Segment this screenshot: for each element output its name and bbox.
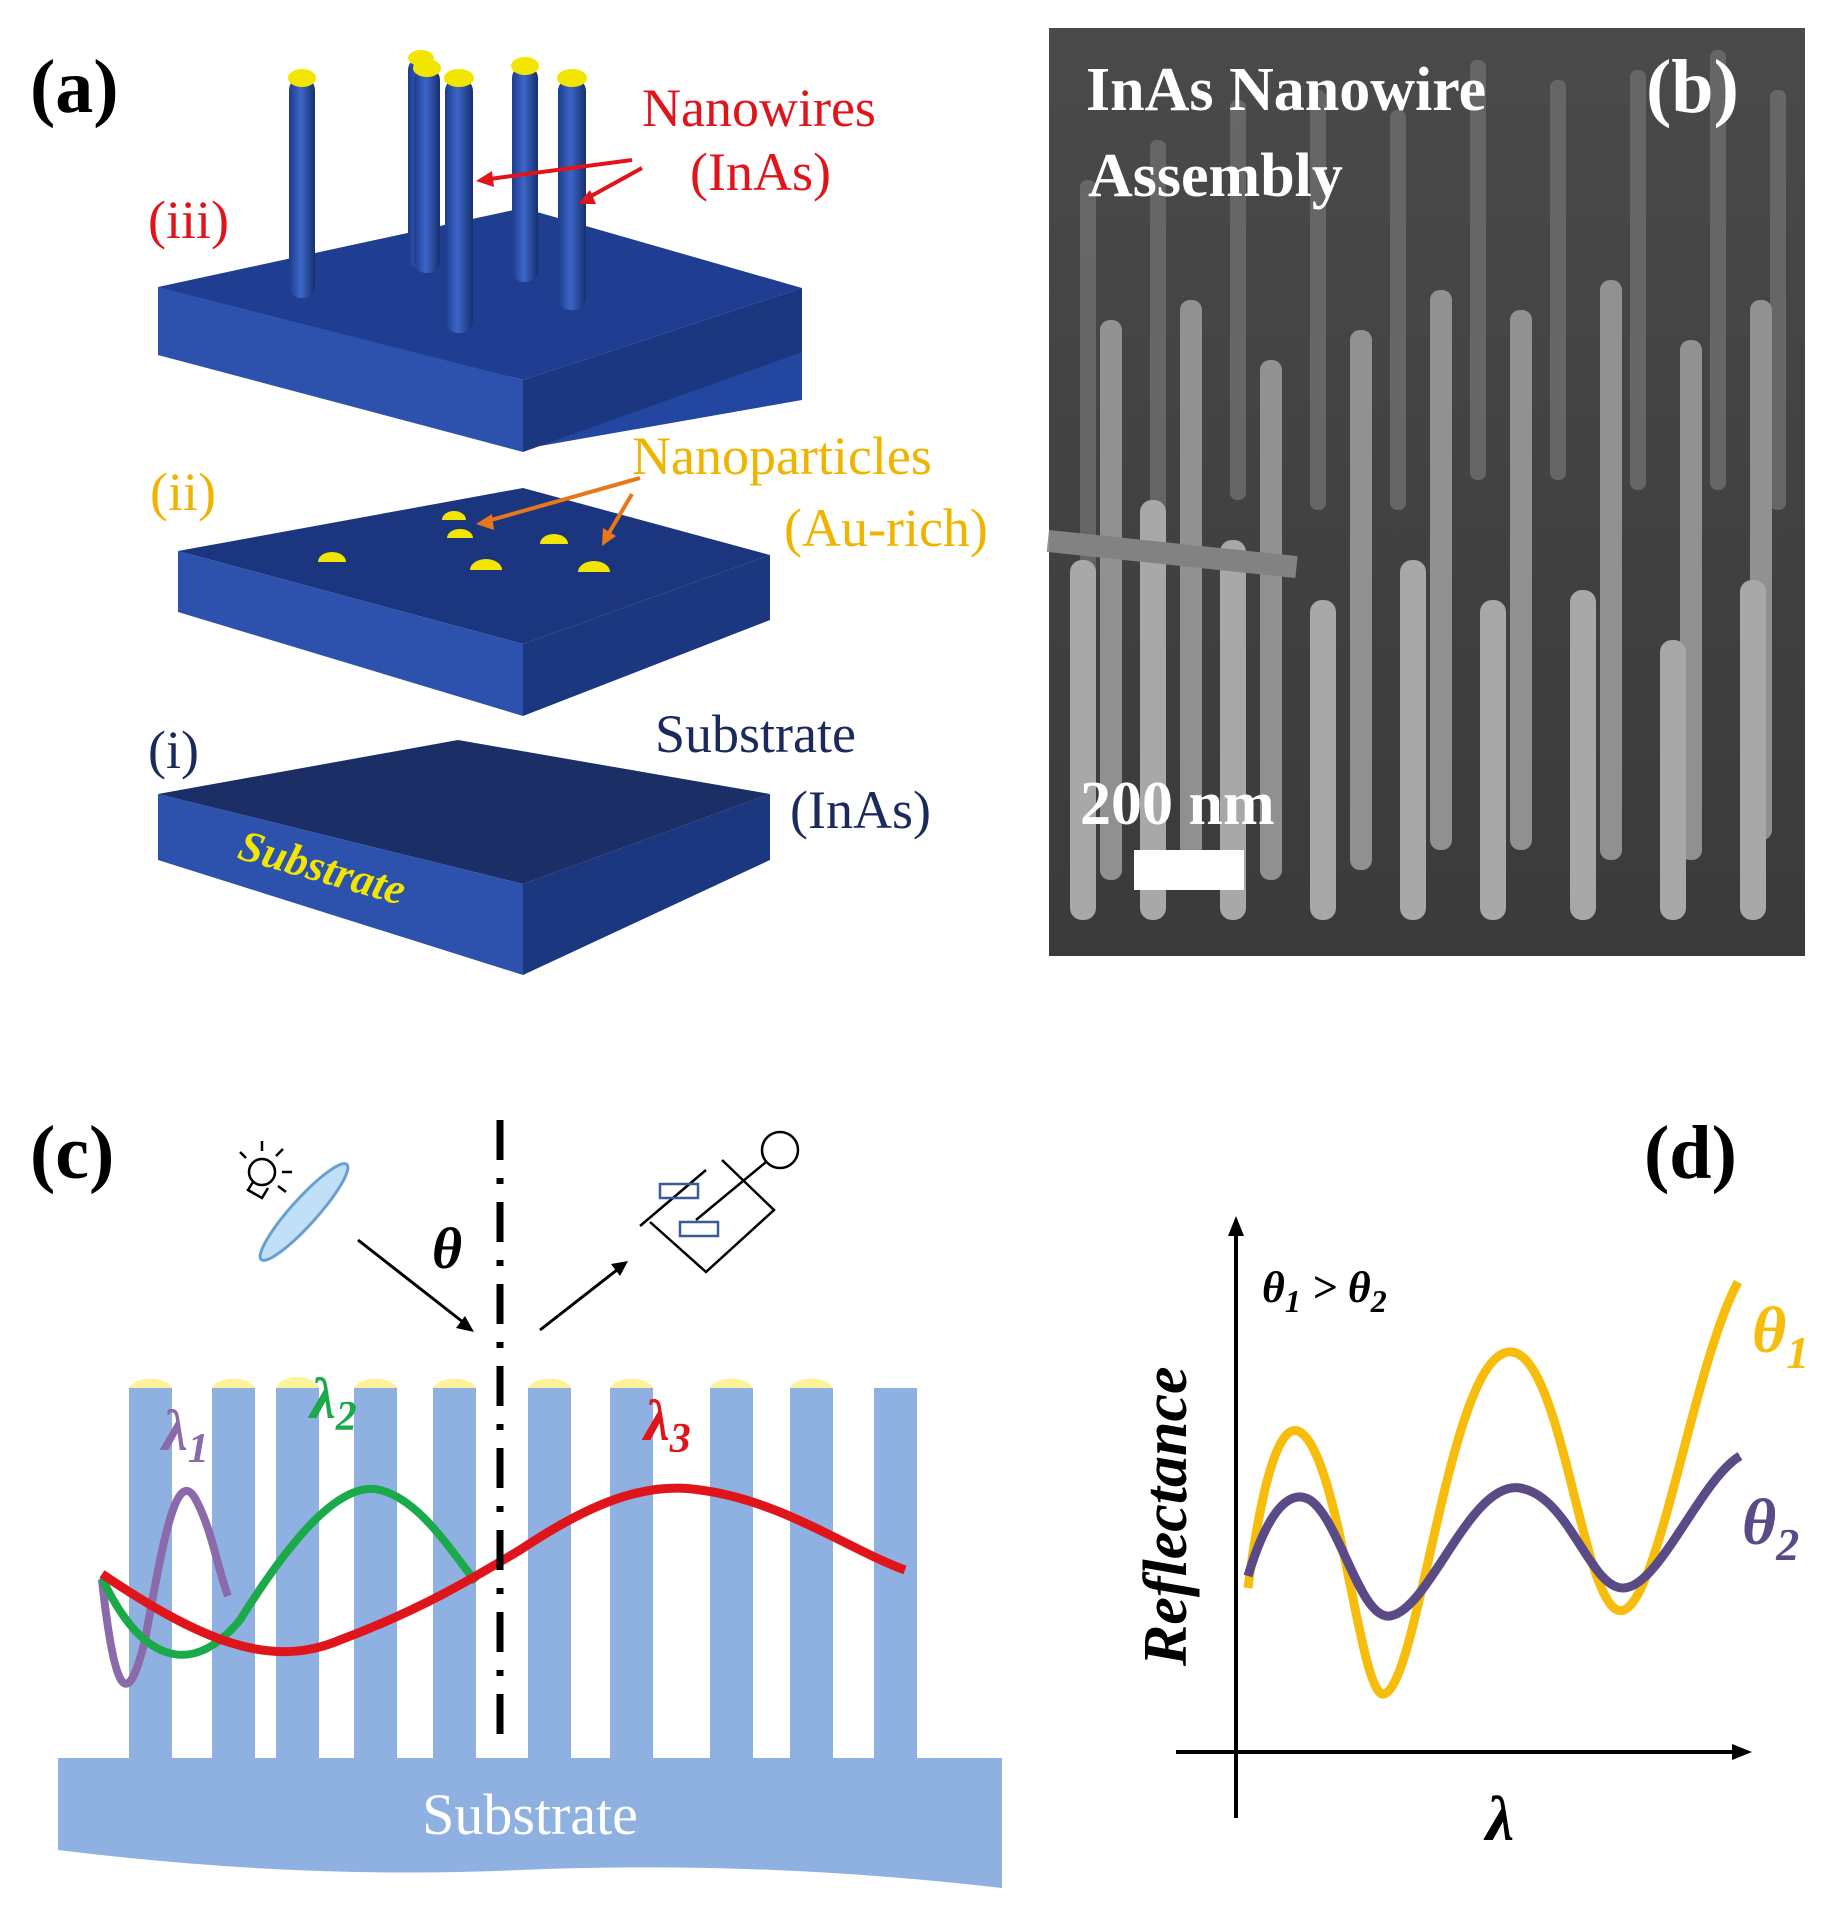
slab-ii [178, 488, 770, 716]
x-axis-label: λ [1483, 1783, 1514, 1854]
curve-theta2 [1243, 1452, 1743, 1621]
substrate-block [58, 1758, 1002, 1888]
pillar [790, 1388, 833, 1760]
nanoparticle [442, 511, 466, 520]
substrate-label: Substrate [655, 704, 856, 764]
panel-d-label: (d) [1644, 1111, 1737, 1195]
pillar [710, 1388, 753, 1760]
nanowire [557, 69, 587, 310]
slab-iii [158, 208, 802, 452]
scale-bar-label: 200 nm [1080, 770, 1275, 838]
stage-ii-label: (ii) [150, 462, 216, 522]
substrate-material-label: (InAs) [790, 780, 931, 840]
light-bulb-icon [239, 1141, 292, 1200]
nanoparticles-material-label: (Au-rich) [784, 498, 988, 558]
panel-c: (c) Substrate [30, 1111, 1002, 1888]
pillar [354, 1388, 397, 1760]
legend-theta2: θ2 [1742, 1486, 1799, 1570]
reflected-ray [539, 1261, 628, 1332]
sem-title-line1: InAs Nanowire [1086, 56, 1486, 124]
wave-lambda2 [98, 1484, 480, 1659]
substrate-block-label: Substrate [422, 1782, 638, 1847]
lens-icon [258, 1162, 350, 1262]
lambda3-label: λ3 [642, 1388, 691, 1462]
sem-title-line2: Assembly [1088, 142, 1343, 210]
nanoparticle [470, 559, 502, 570]
panel-b: InAs Nanowire Assembly (b) 200 nm [1046, 28, 1805, 956]
nanoparticle [578, 561, 610, 572]
incident-ray [357, 1238, 474, 1332]
y-axis [1228, 1216, 1244, 1818]
wave-lambda3 [99, 1483, 907, 1657]
x-axis [1176, 1744, 1752, 1760]
panel-b-label: (b) [1646, 45, 1739, 129]
nanowires-label: Nanowires [642, 78, 876, 138]
nanoparticle [318, 552, 346, 562]
panel-d: (d) Reflectance λ θ1 > θ2 θ1 θ2 [1132, 1111, 1809, 1854]
lambda2-label: λ2 [308, 1366, 357, 1440]
stage-i-label: (i) [148, 720, 199, 780]
stage-iii-label: (iii) [148, 190, 229, 250]
nanowire [444, 69, 474, 333]
panel-a: (a) (iii) Nanowires (InAs) [30, 45, 988, 975]
spectrometer-icon [639, 1130, 800, 1274]
wave-lambda1 [98, 1487, 232, 1688]
pillar [276, 1388, 319, 1760]
panel-a-label: (a) [30, 45, 119, 129]
nanoparticle [540, 534, 568, 544]
lambda1-label: λ1 [160, 1398, 209, 1472]
theta-label: θ [432, 1216, 462, 1281]
nanowire [413, 59, 441, 273]
nanoparticle [447, 529, 473, 538]
sem-nanowire-pattern [1046, 50, 1786, 920]
pillar [874, 1388, 917, 1760]
nanoparticles-label: Nanoparticles [632, 426, 932, 486]
pillar [129, 1388, 172, 1760]
legend-theta1: θ1 [1752, 1294, 1809, 1378]
panel-c-label: (c) [30, 1111, 114, 1195]
pillar [528, 1388, 571, 1760]
scale-bar [1134, 850, 1244, 890]
curve-theta1 [1243, 1279, 1742, 1699]
nanowire [511, 57, 539, 282]
pillars [129, 1388, 917, 1760]
slab-i: Substrate [158, 740, 770, 975]
nanowire [288, 69, 316, 298]
condition-label: θ1 > θ2 [1262, 1263, 1387, 1319]
pillar-caps [129, 1376, 833, 1388]
nanowires-material-label: (InAs) [690, 142, 831, 202]
nanowire-arrows [476, 158, 643, 204]
nanoparticle-arrows [476, 476, 641, 546]
pillar [610, 1388, 653, 1760]
nanoparticles [318, 511, 610, 572]
nanowires [288, 50, 587, 333]
y-axis-label: Reflectance [1132, 1366, 1200, 1667]
